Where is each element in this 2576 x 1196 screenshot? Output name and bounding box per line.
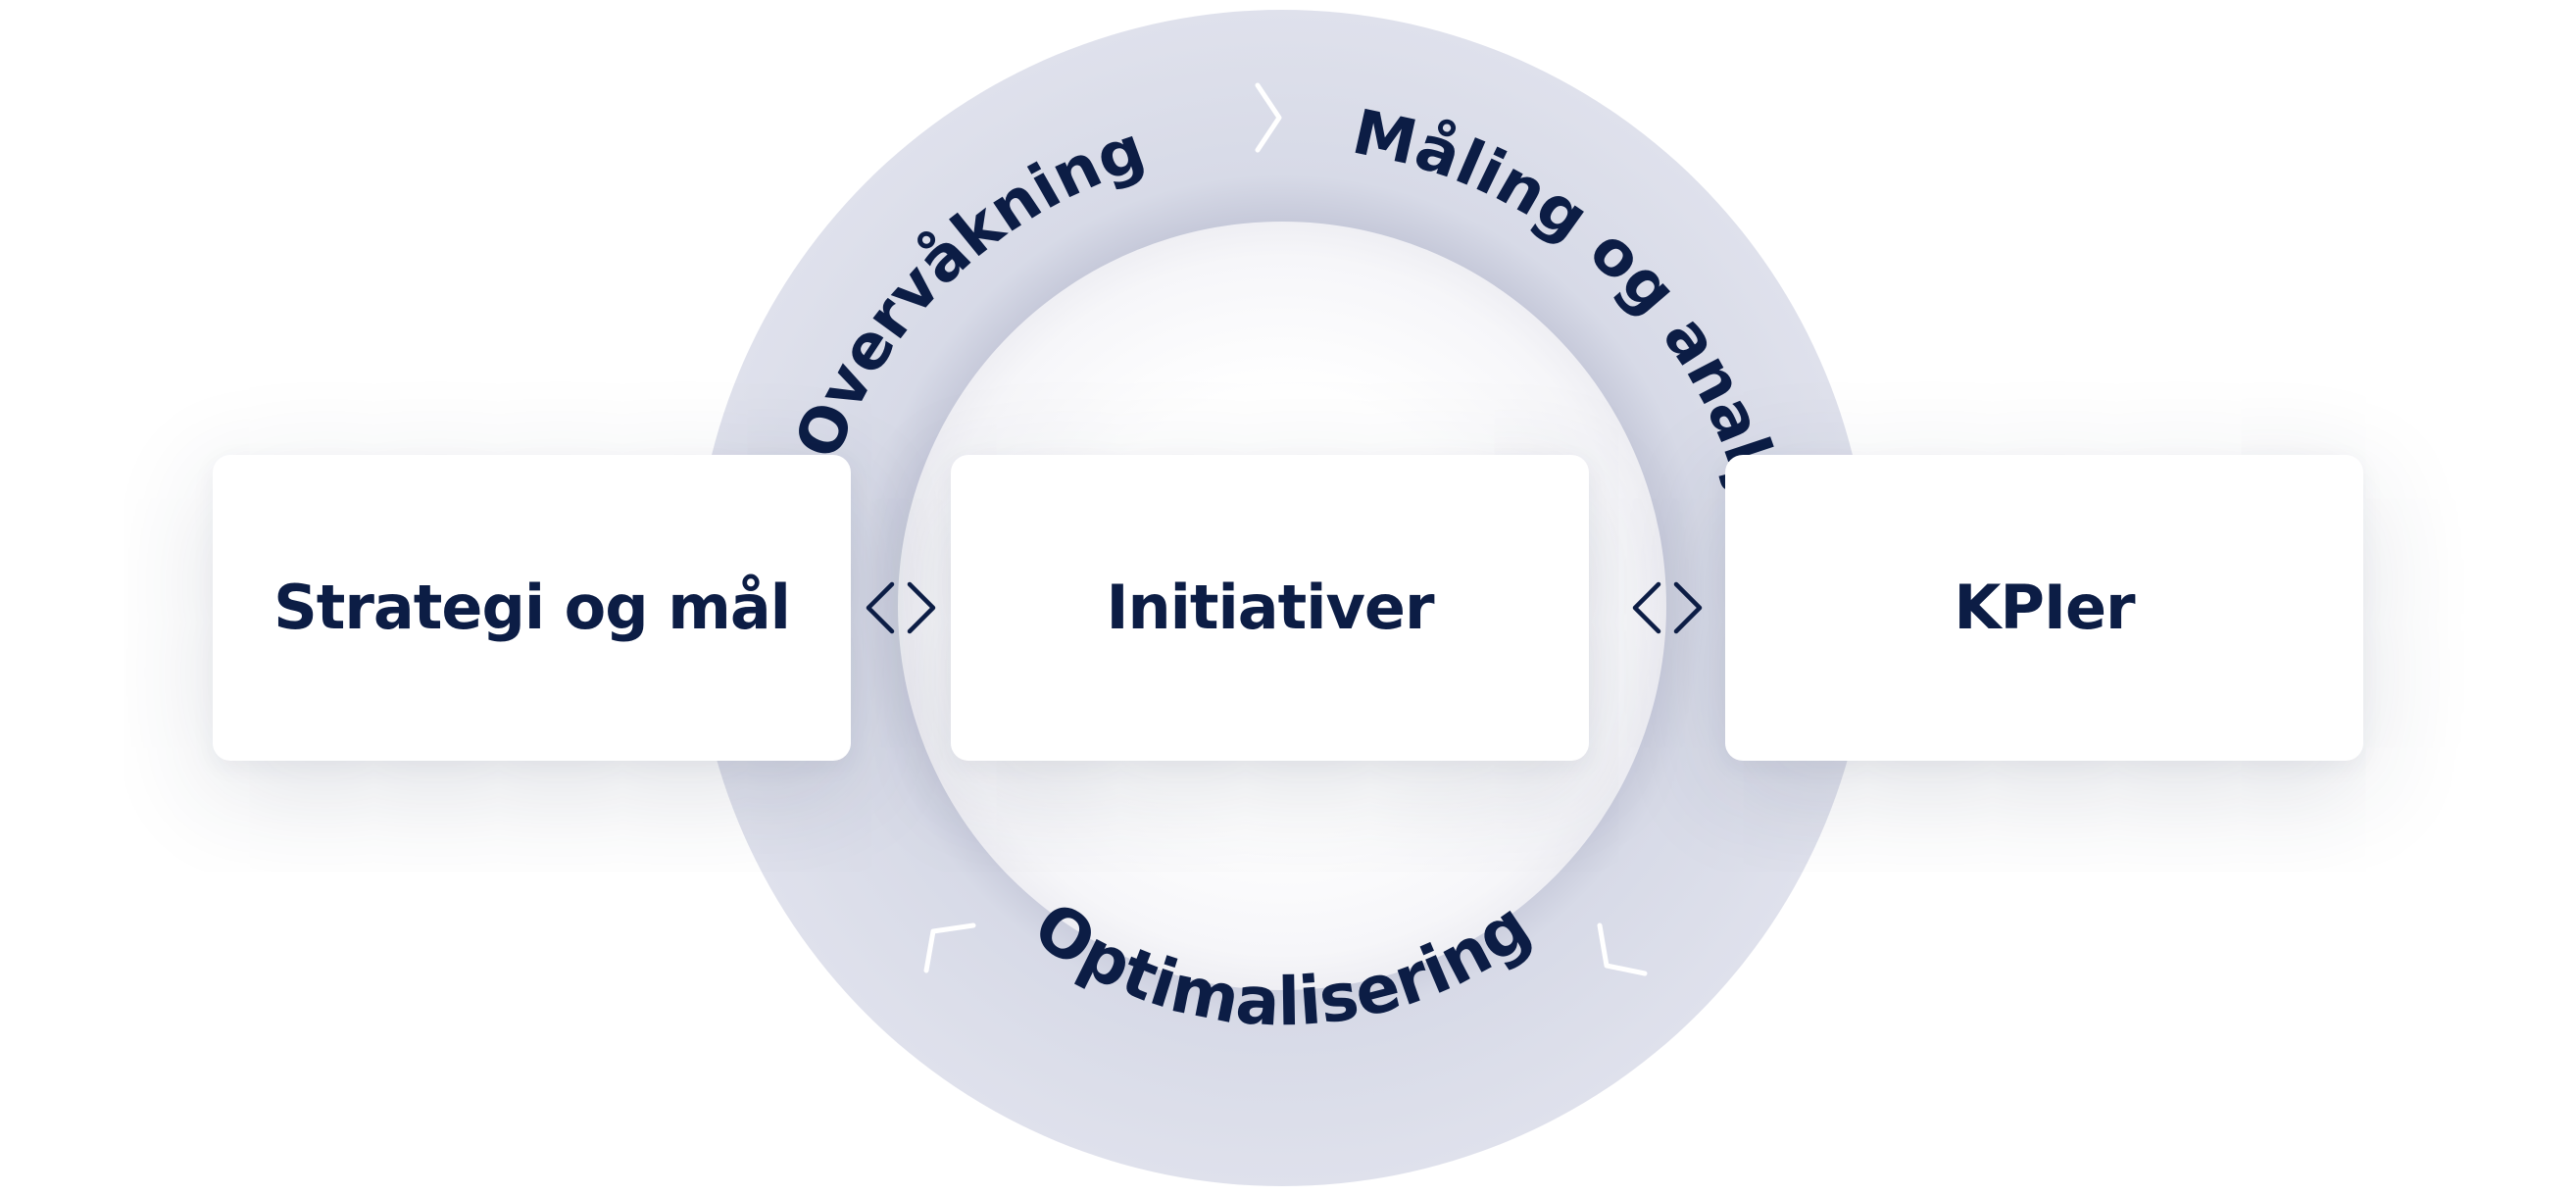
box-label: KPIer (1954, 572, 2135, 644)
chevron-pair-icon (1632, 581, 1703, 634)
chevron-icon (1255, 82, 1282, 153)
box-label: Strategi og mål (273, 572, 791, 644)
box-kpier: KPIer (1725, 455, 2363, 761)
chevron-pair-icon (866, 581, 936, 634)
box-strategi-og-mal: Strategi og mål (213, 455, 851, 761)
chevron-icon (1597, 922, 1648, 976)
box-initiativer: Initiativer (951, 455, 1589, 761)
box-label: Initiativer (1106, 572, 1434, 644)
chevron-icon (923, 922, 976, 973)
